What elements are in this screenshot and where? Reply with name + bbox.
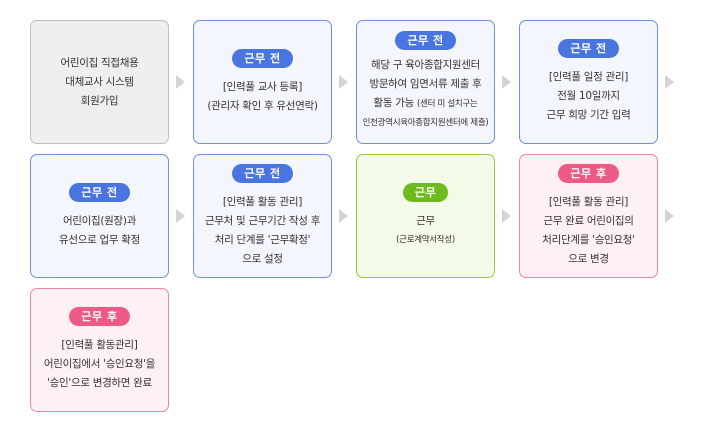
step-7-badge: 근무 <box>402 182 449 202</box>
step-3-line-2: 방문하여 임면서류 제출 후 <box>369 78 482 90</box>
step-9-complete: 근무 후 [인력풀 활동관리] 어린이집에서 '승인요청'을 '승인'으로 변경… <box>30 288 169 412</box>
step-7-line-1: 근무 <box>416 214 435 227</box>
step-9-line-1: [인력풀 활동관리] <box>61 339 138 351</box>
step-8-line-1: [인력풀 활동 관리] <box>548 195 629 208</box>
step-5-badge: 근무 전 <box>69 182 130 202</box>
step-3-badge: 근무 전 <box>395 31 456 50</box>
arrow-right-icon <box>502 209 511 223</box>
step-5-confirm-call: 근무 전 어린이집(원장)과 유선으로 업무 확정 <box>30 154 169 278</box>
step-3-document-submit: 근무 전 해당 구 육아종합지원센터 방문하여 임면서류 제출 후 활동 가능 … <box>356 20 495 144</box>
step-6-line-4: 으로 설정 <box>242 252 283 265</box>
step-8-line-3: 처리단계를 '승인요청' <box>542 233 635 246</box>
step-2-badge: 근무 전 <box>232 48 293 68</box>
step-1-signup: 어린이집 직접채용 대체교사 시스템 회원가입 <box>30 20 169 144</box>
step-6-line-2: 근무처 및 근무기간 작성 후 <box>204 214 321 227</box>
step-9-badge: 근무 후 <box>69 307 130 326</box>
step-1-line-3: 회원가입 <box>80 94 119 107</box>
step-3-note-1: (센터 미 설치구는 <box>417 99 478 109</box>
arrow-right-icon <box>176 75 185 89</box>
step-8-line-2: 근무 완료 어린이집의 <box>543 214 634 227</box>
arrow-right-icon <box>665 75 674 89</box>
arrow-right-icon <box>665 209 674 223</box>
step-3-line-3-main: 활동 가능 <box>373 97 415 109</box>
step-4-line-2: 전월 10일까지 <box>557 90 620 102</box>
arrow-right-icon <box>339 75 348 89</box>
step-1-line-2: 대체교사 시스템 <box>65 75 134 88</box>
step-6-activity-confirm: 근무 전 [인력풀 활동 관리] 근무처 및 근무기간 작성 후 처리 단계를 … <box>193 154 332 278</box>
step-8-approval-request: 근무 후 [인력풀 활동 관리] 근무 완료 어린이집의 처리단계를 '승인요청… <box>519 154 658 278</box>
arrow-right-icon <box>339 209 348 223</box>
step-3-note-2: 인천광역시육아종합지원센터에 제출) <box>362 118 489 128</box>
arrow-right-icon <box>176 209 185 223</box>
step-7-note: (근로계약서작성) <box>396 234 455 245</box>
step-7-work: 근무 근무 (근로계약서작성) <box>356 154 495 278</box>
step-4-badge: 근무 전 <box>558 39 619 58</box>
step-1-line-1: 어린이집 직접채용 <box>60 56 139 69</box>
step-2-line-1: [인력풀 교사 등록] <box>222 80 303 93</box>
step-6-line-3: 처리 단계를 '근무확정' <box>214 233 311 246</box>
step-4-line-3: 근무 희망 기간 입력 <box>546 109 631 121</box>
step-6-line-1: [인력풀 활동 관리] <box>222 195 303 208</box>
step-6-badge: 근무 전 <box>232 163 293 183</box>
step-5-line-2: 유선으로 업무 확정 <box>59 233 140 246</box>
step-3-line-3: 활동 가능 (센터 미 설치구는 <box>363 94 489 114</box>
step-4-line-1: [인력풀 일정 관리] <box>548 71 629 83</box>
step-8-line-4: 으로 변경 <box>568 252 609 265</box>
step-4-schedule: 근무 전 [인력풀 일정 관리] 전월 10일까지 근무 희망 기간 입력 <box>519 20 658 144</box>
step-9-line-3: '승인'으로 변경하면 완료 <box>47 377 152 389</box>
step-9-line-2: 어린이집에서 '승인요청'을 <box>43 358 156 370</box>
step-5-line-1: 어린이집(원장)과 <box>62 214 137 227</box>
arrow-right-icon <box>502 75 511 89</box>
step-8-badge: 근무 후 <box>558 163 619 183</box>
step-2-teacher-register: 근무 전 [인력풀 교사 등록] (관리자 확인 후 유선연락) <box>193 20 332 144</box>
step-3-line-1: 해당 구 육아종합지원센터 <box>370 59 481 71</box>
step-2-line-2: (관리자 확인 후 유선연락) <box>207 99 318 112</box>
